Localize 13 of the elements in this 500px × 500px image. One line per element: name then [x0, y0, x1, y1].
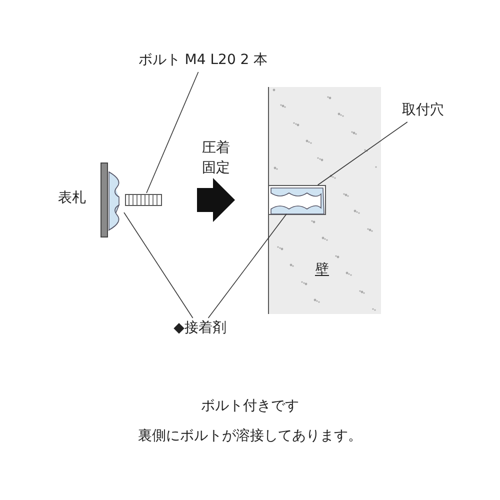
caption-text: ボルト付きです	[200, 397, 300, 416]
wall-section	[268, 87, 381, 314]
leader-line	[208, 214, 287, 318]
bolt-drawing	[125, 193, 162, 207]
leader-line	[146, 72, 199, 194]
caption-text: 裏側にボルトが溶接してあります。	[137, 427, 363, 446]
part-label: ボルト M4 L20 2 本	[108, 50, 298, 72]
part-label: ◆接着剤	[160, 318, 240, 340]
wall-label: 壁	[315, 261, 329, 280]
leader-line	[317, 122, 408, 186]
part-label: 取付穴	[393, 100, 453, 122]
part-label: 表札	[57, 189, 87, 208]
action-label: 圧着固定	[201, 139, 231, 178]
